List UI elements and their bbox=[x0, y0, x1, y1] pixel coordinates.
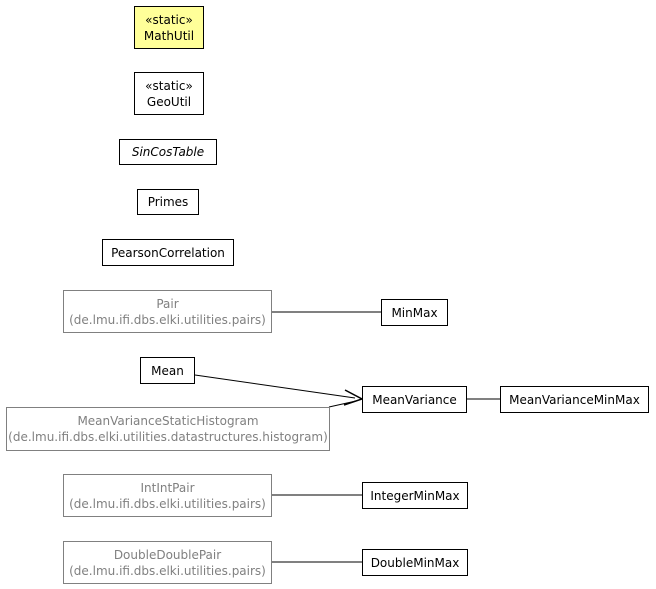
node-name: DoubleMinMax bbox=[370, 555, 460, 570]
edge-histogram-meanvariance bbox=[328, 400, 357, 408]
node-meanvarianceminmax[interactable]: MeanVarianceMinMax bbox=[500, 386, 649, 413]
node-pair[interactable]: Pair (de.lmu.ifi.dbs.elki.utilities.pair… bbox=[63, 290, 272, 333]
node-name: MeanVarianceMinMax bbox=[509, 392, 640, 407]
node-stereotype: «static» bbox=[145, 78, 193, 93]
node-name: IntegerMinMax bbox=[370, 488, 460, 503]
node-name: GeoUtil bbox=[146, 94, 192, 109]
node-package: (de.lmu.ifi.dbs.elki.utilities.pairs) bbox=[69, 496, 266, 511]
node-doubleminmax[interactable]: DoubleMinMax bbox=[362, 549, 468, 576]
node-name: DoubleDoublePair bbox=[113, 547, 222, 562]
node-name: Pair bbox=[156, 296, 179, 311]
node-name: IntIntPair bbox=[140, 480, 195, 495]
node-package: (de.lmu.ifi.dbs.elki.utilities.datastruc… bbox=[8, 430, 328, 444]
node-pearsoncorrelation[interactable]: PearsonCorrelation bbox=[102, 239, 234, 266]
node-sincostable[interactable]: SinCosTable bbox=[119, 139, 217, 165]
node-name: MeanVarianceStaticHistogram bbox=[77, 414, 259, 428]
node-integerminmax[interactable]: IntegerMinMax bbox=[362, 482, 468, 509]
node-package: (de.lmu.ifi.dbs.elki.utilities.pairs) bbox=[69, 563, 266, 578]
node-stereotype: «static» bbox=[145, 12, 193, 27]
node-mean[interactable]: Mean bbox=[140, 357, 195, 384]
node-name: MeanVariance bbox=[372, 392, 457, 407]
node-name: MathUtil bbox=[143, 28, 195, 43]
node-primes[interactable]: Primes bbox=[137, 189, 199, 215]
edge-mean-meanvariance bbox=[194, 374, 356, 399]
node-intintpair[interactable]: IntIntPair (de.lmu.ifi.dbs.elki.utilitie… bbox=[63, 474, 272, 517]
node-meanvariance[interactable]: MeanVariance bbox=[362, 386, 467, 413]
node-package: (de.lmu.ifi.dbs.elki.utilities.pairs) bbox=[69, 312, 266, 327]
node-name: Mean bbox=[151, 363, 184, 378]
node-meanvariancestatichistogram[interactable]: MeanVarianceStaticHistogram (de.lmu.ifi.… bbox=[6, 407, 330, 451]
node-doubledoublepair[interactable]: DoubleDoublePair (de.lmu.ifi.dbs.elki.ut… bbox=[63, 541, 272, 584]
node-name: Primes bbox=[147, 195, 189, 209]
node-name: PearsonCorrelation bbox=[111, 245, 225, 260]
node-geoutil[interactable]: «static» GeoUtil bbox=[134, 72, 204, 115]
node-name: SinCosTable bbox=[131, 145, 205, 159]
node-minmax[interactable]: MinMax bbox=[381, 299, 448, 326]
node-mathutil[interactable]: «static» MathUtil bbox=[134, 6, 204, 49]
node-name: MinMax bbox=[391, 305, 438, 320]
